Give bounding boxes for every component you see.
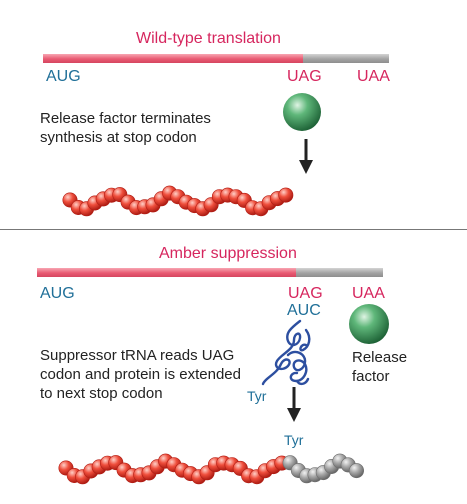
panel-divider	[0, 229, 467, 230]
amber-stop-codon-uaa: UAA	[352, 285, 385, 302]
chain-tyr-label: Tyr	[284, 432, 304, 448]
wildtype-description: Release factor terminates synthesis at s…	[40, 110, 211, 146]
amber-protein-chain	[58, 453, 364, 485]
amber-protein-extension-bead	[348, 463, 364, 479]
wildtype-stop-codon-uag: UAG	[287, 68, 322, 85]
wildtype-mrna-coding	[43, 54, 303, 63]
wildtype-start-codon: AUG	[46, 68, 81, 85]
wildtype-stop-codon-uaa: UAA	[357, 68, 390, 85]
wildtype-arrow	[299, 139, 313, 174]
amber-mrna-noncoding	[296, 268, 383, 277]
release-factor-label: Release factor	[352, 349, 408, 385]
wildtype-release-factor	[283, 93, 321, 131]
amber-mrna-coding	[37, 268, 296, 277]
wildtype-protein-bead	[278, 187, 294, 203]
amber-description: Suppressor tRNA reads UAG codon and prot…	[40, 347, 241, 402]
trna-tyr-label: Tyr	[247, 388, 267, 404]
amber-arrow	[287, 387, 301, 422]
amber-start-codon: AUG	[40, 285, 75, 302]
amber-release-factor	[349, 304, 389, 344]
suppressor-trna	[261, 319, 311, 386]
wildtype-title: Wild-type translation	[136, 30, 281, 47]
trna-anticodon: AUC	[287, 302, 321, 319]
wildtype-protein-chain	[62, 185, 294, 217]
amber-title: Amber suppression	[159, 245, 297, 262]
wildtype-mrna-noncoding	[303, 54, 389, 63]
amber-stop-codon-uag: UAG	[288, 285, 323, 302]
